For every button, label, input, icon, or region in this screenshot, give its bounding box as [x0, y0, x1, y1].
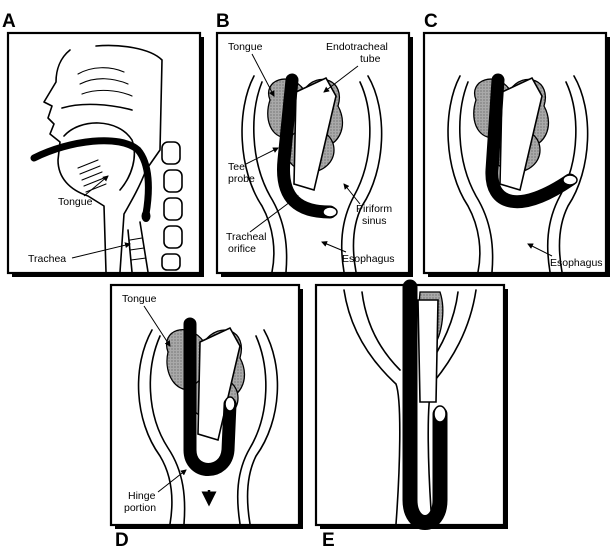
label-hinge-d-2: portion [124, 502, 156, 514]
label-tracheal-b-1: Tracheal [226, 231, 266, 243]
probe-tip-a [142, 210, 151, 222]
panel-a: A Tongue Trachea [2, 11, 204, 277]
panel-a-label: A [2, 11, 16, 32]
label-ett-b-2: tube [360, 53, 381, 65]
label-tongue-a: Tongue [58, 196, 93, 208]
label-ett-b-1: Endotracheal [326, 41, 388, 53]
label-hinge-d-1: Hinge [128, 490, 156, 502]
panel-b: B Tongue Endotracheal tube Tee probe Pir… [216, 11, 413, 277]
panel-d: D Tongue Hinge portion [111, 285, 303, 548]
label-tee-b-2: probe [228, 173, 255, 185]
probe-tip-b [323, 207, 337, 217]
label-tee-b-1: Tee [228, 161, 245, 173]
panel-d-label: D [115, 530, 129, 548]
label-piriform-b-1: Piriform [356, 203, 392, 215]
label-tongue-d: Tongue [122, 293, 157, 305]
panel-b-label: B [216, 11, 230, 32]
probe-tip-c [563, 175, 577, 185]
label-trachea-a: Trachea [28, 253, 66, 265]
label-piriform-b-2: sinus [362, 215, 387, 227]
panel-c-label: C [424, 11, 438, 32]
panel-c: C Esophagus [424, 11, 610, 277]
probe-tip-d [225, 397, 235, 411]
panel-e: E [316, 285, 508, 548]
label-esophagus-b: Esophagus [342, 253, 395, 265]
probe-tip-e [434, 406, 446, 422]
label-esophagus-c: Esophagus [550, 257, 603, 269]
panel-e-label: E [322, 530, 335, 548]
endotracheal-tube-e [418, 300, 438, 402]
label-tracheal-b-2: orifice [228, 243, 256, 255]
label-tongue-b: Tongue [228, 41, 263, 53]
